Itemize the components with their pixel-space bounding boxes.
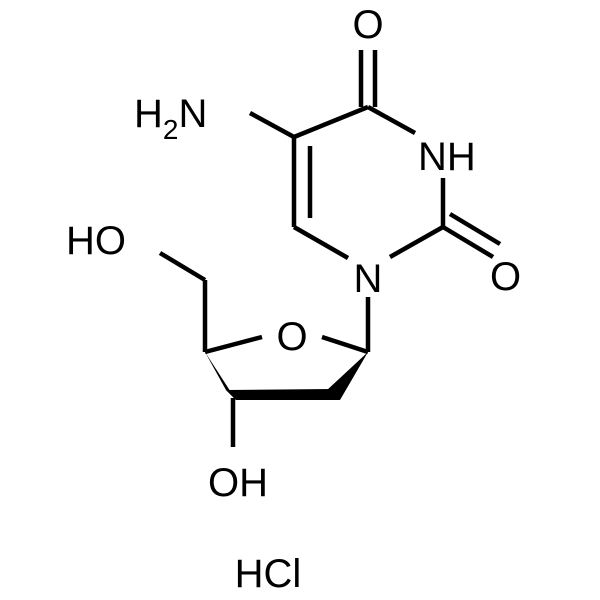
bond-c4-o [204,334,263,355]
deoxyribose-ring [204,334,369,400]
bond-c2-n1 [388,225,445,259]
atom-nh2: H2N [134,92,207,145]
carbonyl-bonds [358,50,502,259]
bond-c5prime-o [158,251,207,282]
bond-c2-o-right-b [448,212,502,246]
bond-n1-c6 [292,225,350,260]
atom-o-sugar-ring: O [276,315,307,359]
bond-c5-c4 [293,104,369,140]
atom-nh2-h: H [134,92,163,136]
bond-c3-c4-wedge [205,352,236,400]
atom-o-carbonyl-right: O [490,255,521,299]
pyrimidine-ring [291,104,446,260]
bond-c2-o-right-a [441,225,495,259]
bond-c1-c2-wedge [326,352,368,400]
atom-nh2-count: 2 [163,114,179,145]
atom-n-ring: N [354,257,383,301]
bond-c1-o [321,334,369,355]
salt-label: HCl [235,552,302,596]
atom-o-carbonyl-top: O [352,3,383,47]
atom-nh2-n: N [178,92,207,136]
atom-oh-secondary: OH [208,461,268,505]
bond-c5-nh2 [248,111,296,139]
atom-nh-ring: NH [418,135,476,179]
atom-ho-primary: HO [66,219,126,263]
bond-c2-c3-bold [226,389,340,400]
bond-c4-n3 [366,105,417,135]
